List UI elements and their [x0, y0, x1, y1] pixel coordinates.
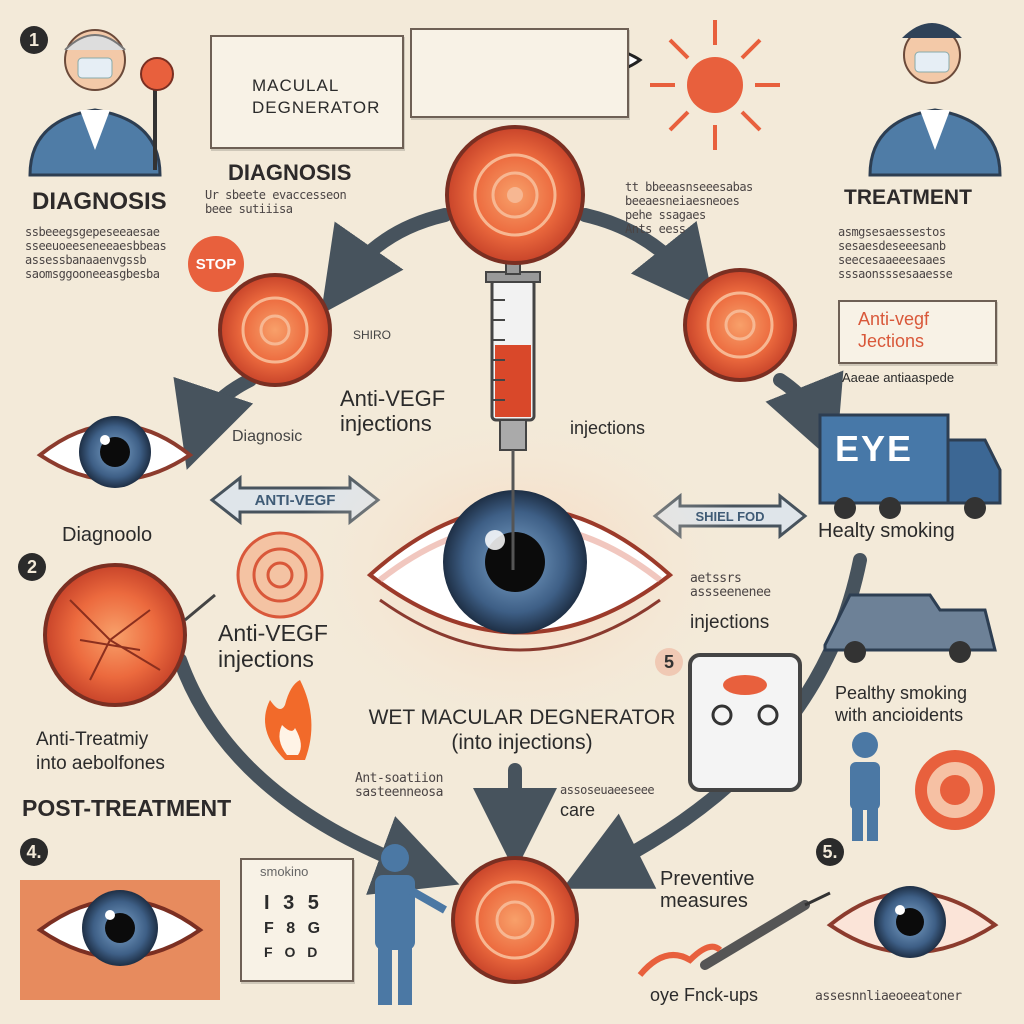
retina-bottom-center — [451, 856, 579, 984]
diagnosis-heading-left: DIAGNOSIS — [32, 188, 167, 215]
eye-bottom-right — [826, 886, 999, 958]
diagnosis-caption: Diagnoolo — [62, 524, 153, 546]
person-figure-right — [850, 732, 880, 841]
target-icon — [915, 750, 995, 830]
eye-bottom-left — [20, 880, 220, 1000]
vision-chart-row-1: I 3 5 — [264, 892, 323, 914]
info-card-eye — [410, 28, 629, 118]
healthy-smoking-label: Healty smoking — [818, 520, 955, 542]
pen-syringe — [637, 891, 831, 977]
diagnosis-scribble-top: Ur sbeete evaccesseon beee sutiiisa — [205, 188, 347, 216]
diagnosis-small-label: Diagnosic — [232, 428, 303, 445]
eye-left — [36, 416, 194, 488]
stop-sign-icon: STOP — [188, 236, 244, 292]
eye-checkups-label: oye Fnck-ups — [650, 985, 759, 1005]
vision-chart-row-3: F O D — [264, 944, 322, 960]
anti-vegf-card-text: Anti-vegf Jections — [858, 309, 930, 351]
retina-right — [683, 268, 797, 382]
post-treatment-heading: POST-TREATMENT — [22, 795, 232, 821]
vision-chart-card: smokino I 3 5 F 8 G F O D — [240, 858, 354, 982]
syringe-illustration — [485, 249, 541, 570]
anti-vegf-injections-left: Anti-VEGF injections — [218, 620, 328, 672]
diagnosis-scribble-left: ssbeeegsgepeseeaesae sseeuoeeseneeaesbbe… — [25, 225, 167, 281]
info-card-macular: MACULAL DEGNERATOR — [210, 35, 404, 149]
anti-vegf-injections-center: Anti-VEGF injections — [340, 386, 446, 436]
diagnosis-heading-top: DIAGNOSIS — [228, 160, 352, 185]
vision-chart-title: smokino — [260, 864, 309, 879]
retina-damaged — [43, 563, 216, 707]
person-figure-center — [375, 844, 447, 1005]
treatment-heading: TREATMENT — [844, 186, 972, 209]
step-number-5: 5. — [816, 838, 844, 866]
card-title: MACULAL DEGNERATOR — [252, 76, 381, 117]
retina-left — [218, 273, 332, 387]
truck-van — [823, 593, 997, 663]
step-number-2: 2 — [18, 553, 46, 581]
care-label: care — [560, 800, 596, 820]
doctor-right — [868, 23, 1002, 177]
antiseptic-label: Aaeae antiaaspede — [842, 370, 955, 385]
anti-vegf-card-right: Anti-vegf Jections — [838, 300, 997, 364]
retina-mid-left — [236, 531, 324, 619]
injections-label-right: injections — [690, 612, 770, 633]
doctor-left — [28, 29, 174, 177]
truck-eye — [818, 413, 1002, 519]
truck-eye-text: EYE — [835, 428, 914, 469]
treatment-scribble: asmgsesaessestos sesaesdeseeesanb seeces… — [838, 225, 953, 281]
stop-sign-label: STOP — [195, 255, 237, 273]
sun-icon — [650, 20, 780, 150]
bottom-right-scribble: assesnnliaeoeeatoner — [815, 989, 962, 1004]
anti-treatment-label: Anti-Treatmiy into aebolfones — [36, 729, 165, 774]
shiro-label: SHIRO — [353, 328, 392, 342]
pealthy-smoking-label: Pealthy smoking with ancioidents — [835, 683, 968, 725]
wet-macular-label: WET MACULAR DEGNERATOR (into injections) — [368, 706, 676, 754]
flame-icon — [265, 680, 312, 760]
step-number-1: 1 — [20, 26, 48, 54]
preventive-measures-label: Preventive measures — [660, 868, 755, 912]
retina-top-center — [445, 125, 585, 265]
center-scribble: tt bbeeasnseeesabas beeaesneiaesneoes pe… — [625, 180, 753, 236]
step-number-4: 4. — [20, 838, 48, 866]
care-scribble: assoseuaeeseee — [560, 783, 655, 797]
center-eye — [366, 490, 674, 652]
injections-label-center: injections — [570, 418, 646, 438]
right-middle-scribble: aetssrs assseenenee — [690, 571, 771, 600]
step-number-5b: 5 — [655, 648, 683, 676]
vision-chart-row-2: F 8 G — [264, 920, 325, 937]
anti-vegf-tag: ANTI-VEGF — [254, 491, 336, 509]
tablet-illustration — [688, 653, 802, 792]
anti-small-scribble: Ant-soatiion sasteenneosa — [355, 771, 443, 800]
shiel-tag: SHIEL FOD — [695, 508, 765, 524]
